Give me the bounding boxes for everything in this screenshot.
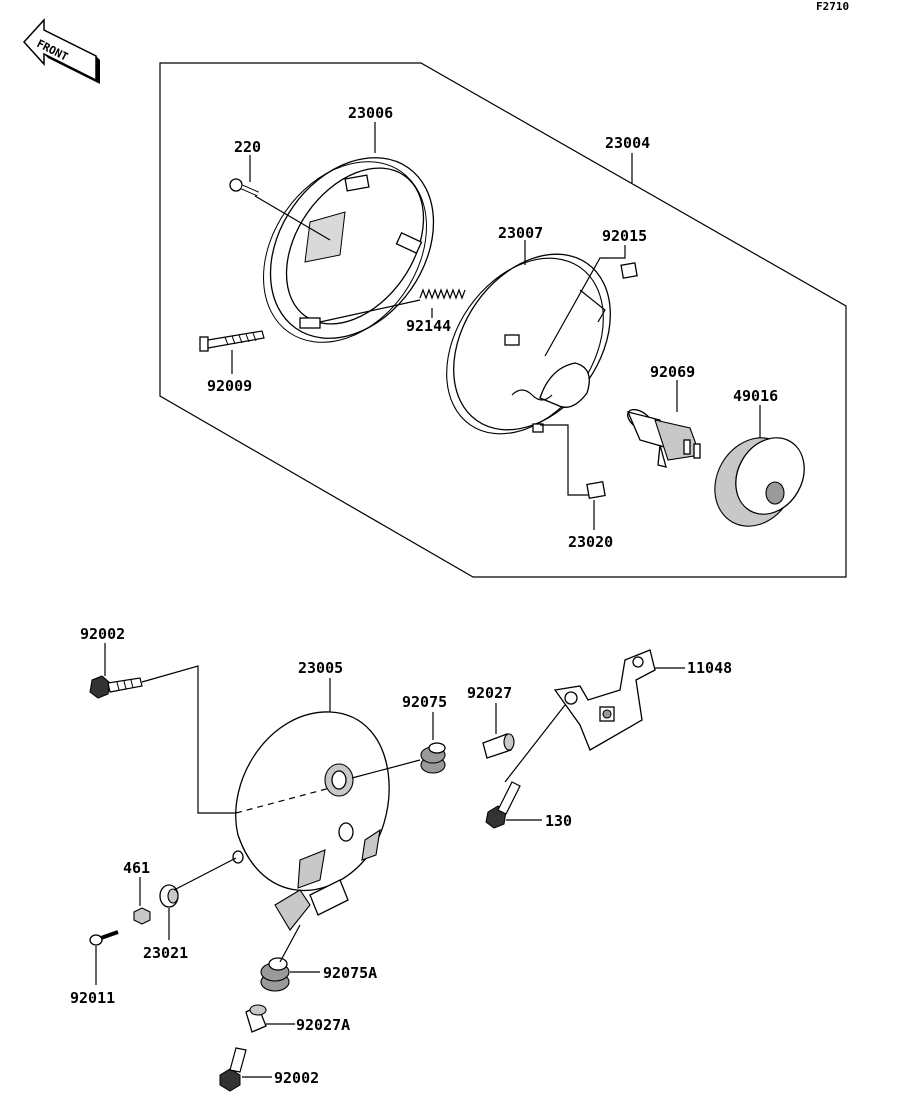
label-220: 220 (234, 138, 261, 156)
label-92075: 92075 (402, 693, 447, 711)
label-92015: 92015 (602, 227, 647, 245)
bolt-92009 (199, 330, 265, 352)
figure-code: F2710 (816, 0, 849, 13)
label-92075A: 92075A (323, 964, 377, 982)
clip-23020 (586, 480, 606, 500)
bulb-92069 (626, 408, 701, 468)
rim-ring (263, 157, 435, 343)
dust-cover-49016 (714, 437, 805, 527)
label-23006: 23006 (348, 104, 393, 122)
spring-92144 (419, 288, 466, 300)
label-92002-bottom: 92002 (274, 1069, 319, 1087)
label-92144: 92144 (406, 317, 451, 335)
bolt-92002-bottom (219, 1047, 247, 1092)
grommet-92075 (420, 742, 446, 774)
label-23007: 23007 (498, 224, 543, 242)
assembly-box (159, 62, 847, 578)
reflector-unit (446, 253, 611, 435)
bolt-92002-top (89, 675, 143, 699)
label-92011: 92011 (70, 989, 115, 1007)
clip-92015 (620, 262, 638, 279)
label-23004: 23004 (605, 134, 650, 152)
label-23021: 23021 (143, 944, 188, 962)
bracket-11048 (553, 649, 656, 751)
screw-220 (229, 178, 260, 197)
housing-23005 (232, 711, 390, 931)
collar-92027 (482, 733, 515, 759)
label-23005: 23005 (298, 659, 343, 677)
screw-92011 (89, 930, 119, 946)
nut-461 (133, 907, 151, 925)
label-92027A: 92027A (296, 1016, 350, 1034)
collar-92027A (245, 1004, 267, 1033)
label-92009: 92009 (207, 377, 252, 395)
label-92002-top: 92002 (80, 625, 125, 643)
leader-lines (95, 122, 761, 1078)
grommet-92075A (260, 957, 290, 992)
label-461: 461 (123, 859, 150, 877)
bolt-130 (485, 781, 521, 829)
label-11048: 11048 (687, 659, 732, 677)
label-92027: 92027 (467, 684, 512, 702)
label-23020: 23020 (568, 533, 613, 551)
label-92069: 92069 (650, 363, 695, 381)
label-49016: 49016 (733, 387, 778, 405)
label-130: 130 (545, 812, 572, 830)
grommet-23021 (159, 884, 179, 908)
front-arrow-icon: FRONT (22, 18, 100, 84)
